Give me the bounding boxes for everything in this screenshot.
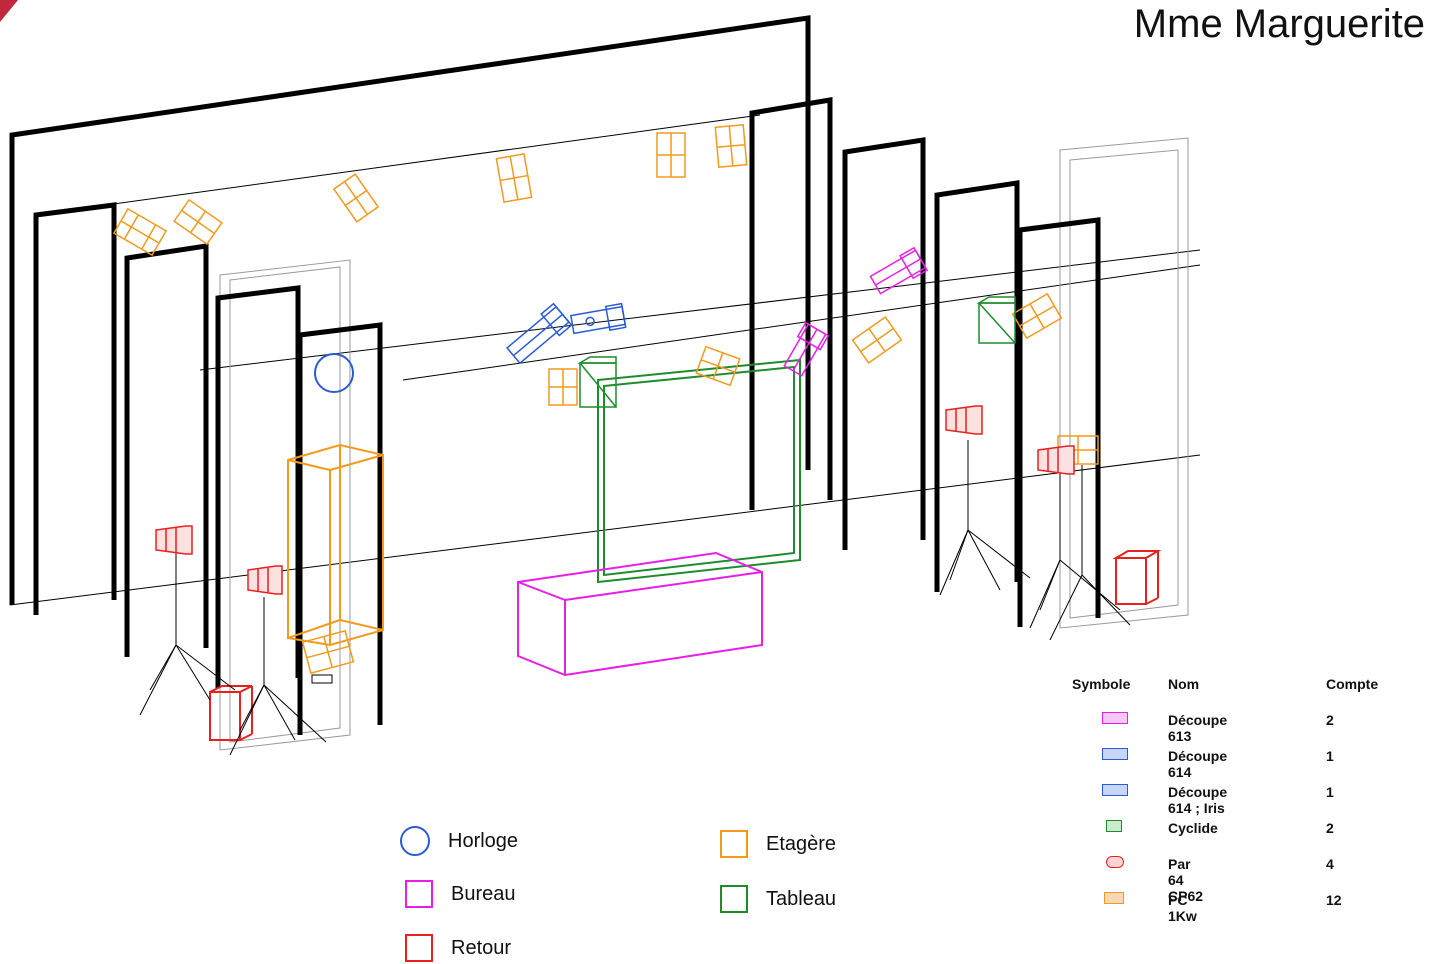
frame-back: [9, 15, 811, 605]
row-count: 1: [1326, 748, 1334, 764]
decoupe-614-iris-icon: [1102, 784, 1128, 796]
row-name: Découpe 614: [1168, 748, 1228, 780]
frame-r4: [1017, 217, 1101, 627]
grey-wall-left-inner: [229, 266, 341, 743]
row-name: Découpe 614 ; Iris: [1168, 784, 1228, 816]
pc-1kw-icon: [1104, 892, 1124, 904]
tripod-4: [1029, 470, 1121, 629]
bureau-box: [517, 551, 763, 677]
pc-fixture: [173, 198, 223, 246]
decoupe-614-fixtures: [506, 302, 627, 365]
upstage-bar: [69, 114, 761, 211]
frame-r1: [749, 97, 833, 510]
pc-fixture: [495, 153, 533, 203]
decoupe-fixture: [506, 302, 573, 365]
frame-l2: [124, 243, 209, 657]
par-64-fixtures: [155, 405, 1075, 595]
par-fixture: [1037, 445, 1075, 475]
decoupe-fixture: [869, 246, 929, 295]
black-frames: [9, 15, 1101, 735]
pc-fixture: [548, 368, 578, 406]
cyclide-fixture: [577, 356, 617, 408]
etagere-swatch-icon: [720, 830, 748, 858]
tripod-2: [229, 597, 327, 756]
cyclide-icon: [1106, 820, 1122, 832]
tripod-1: [139, 548, 236, 716]
par-64-icon: [1106, 856, 1124, 868]
grey-wall-right: [1059, 137, 1189, 629]
pc-fixture: [695, 345, 741, 387]
row-count: 1: [1326, 784, 1334, 800]
header-nom: Nom: [1168, 676, 1200, 692]
legend-label: Retour: [451, 936, 512, 959]
horloge-swatch-icon: [400, 826, 430, 856]
pc-fixture: [112, 207, 168, 257]
decoupe-614-icon: [1102, 748, 1128, 760]
tableau-swatch-icon: [720, 885, 748, 913]
frame-r2: [842, 137, 926, 550]
frame-r3: [934, 180, 1020, 592]
legend-tableau: Tableau: [720, 885, 836, 913]
midstage-bar-2: [402, 264, 1201, 381]
row-name: Par 64 CP62: [1168, 856, 1204, 904]
par-fixture: [945, 405, 983, 435]
header-symbole: Symbole: [1072, 676, 1131, 692]
retour-swatch-icon: [405, 934, 433, 962]
header-compte: Compte: [1326, 676, 1379, 692]
horloge-circle: [314, 353, 354, 393]
grey-walls: [219, 137, 1189, 751]
tripod-5: [1049, 465, 1131, 641]
decoupe-613-icon: [1102, 712, 1128, 724]
par-fixture: [155, 525, 193, 555]
pc-fixture: [851, 316, 903, 364]
legend-etagere: Etagère: [720, 830, 836, 858]
decoupe-fixture: [783, 321, 830, 377]
legend-horloge: Horloge: [400, 826, 518, 856]
tableau-frame: [597, 358, 801, 584]
frame-l4: [297, 322, 383, 735]
cyclide-fixtures: [577, 296, 1016, 408]
etagere-box: [287, 443, 384, 647]
cyclide-fixture: [976, 296, 1016, 344]
midstage-bar: [199, 249, 1201, 371]
pc-fixture: [714, 124, 748, 168]
row-name: Découpe 613: [1168, 712, 1228, 744]
row-count: 4: [1326, 856, 1334, 872]
row-count: 12: [1326, 892, 1342, 908]
tripods: [139, 440, 1131, 756]
fixture-base: [311, 674, 333, 684]
legend-bureau: Bureau: [405, 880, 516, 908]
row-name: Cyclide: [1168, 820, 1218, 836]
legend-label: Bureau: [451, 882, 516, 905]
bureau-swatch-icon: [405, 880, 433, 908]
legend-label: Tableau: [766, 887, 837, 910]
pc-fixture: [301, 629, 355, 675]
pc-fixture: [332, 173, 380, 223]
pc-fixture: [1011, 292, 1063, 340]
legend-label: Etagère: [766, 832, 837, 855]
brand-corner-mark: [0, 0, 18, 22]
decoupe-fixture: [569, 302, 627, 335]
row-count: 2: [1326, 820, 1334, 836]
legend-label: Horloge: [448, 829, 519, 852]
legend-retour: Retour: [405, 934, 511, 962]
row-count: 2: [1326, 712, 1334, 728]
tripod-3: [939, 440, 1031, 596]
decoupe-613-fixtures: [783, 246, 929, 377]
pc-fixture: [656, 132, 686, 178]
page-title: Mme Marguerite: [1133, 2, 1425, 46]
par-fixture: [247, 565, 283, 595]
frame-l1: [33, 202, 117, 615]
row-name: PC 1Kw: [1168, 892, 1197, 924]
